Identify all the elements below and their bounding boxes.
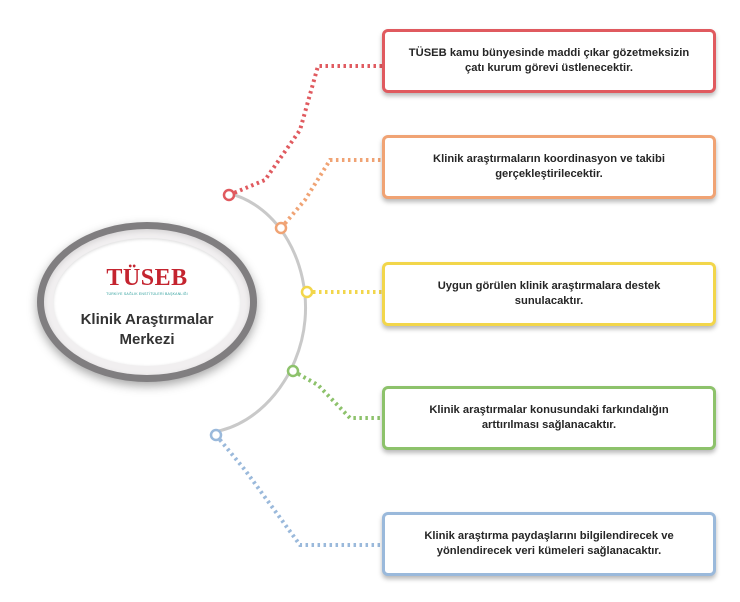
connector-line-1 [228,64,382,197]
tuseb-logo: TÜSEB TÜRKİYE SAĞLIK ENSTİTÜLERİ BAŞKANL… [53,266,241,297]
connector-node-1 [222,188,236,202]
info-box-2: Klinik araştırmaların koordinasyon ve ta… [382,135,716,199]
connector-node-5 [209,428,223,442]
info-box-5: Klinik araştırma paydaşlarını bilgilendi… [382,512,716,576]
hub-title-line2: Merkezi [119,331,175,348]
logo-text: TÜSEB [106,265,188,291]
connector-line-5 [214,433,382,547]
info-text-4: Klinik araştırmalar konusundaki farkında… [429,404,669,431]
info-text-2: Klinik araştırmaların koordinasyon ve ta… [433,153,665,180]
connector-line-4 [292,369,382,420]
info-box-3: Uygun görülen klinik araştırmalara deste… [382,262,716,326]
info-box-1: TÜSEB kamu bünyesinde maddi çıkar gözetm… [382,29,716,93]
hub-title-line1: Klinik Araştırmalar [80,311,214,328]
connector-line-2 [279,158,382,230]
connector-node-4 [286,364,300,378]
connector-node-3 [300,285,314,299]
center-hub: TÜSEB TÜRKİYE SAĞLIK ENSTİTÜLERİ BAŞKANL… [37,222,257,382]
info-text-5: Klinik araştırma paydaşlarını bilgilendi… [424,530,674,557]
hub-title: Klinik Araştırmalar Merkezi [53,310,241,350]
info-text-3: Uygun görülen klinik araştırmalara deste… [437,280,661,307]
info-text-1: TÜSEB kamu bünyesinde maddi çıkar gözetm… [408,47,690,74]
arc-line [212,191,308,434]
connector-node-2 [274,221,288,235]
info-box-4: Klinik araştırmalar konusundaki farkında… [382,386,716,450]
hub-inner: TÜSEB TÜRKİYE SAĞLIK ENSTİTÜLERİ BAŞKANL… [53,238,241,366]
logo-subtitle: TÜRKİYE SAĞLIK ENSTİTÜLERİ BAŞKANLIĞI [106,292,188,296]
